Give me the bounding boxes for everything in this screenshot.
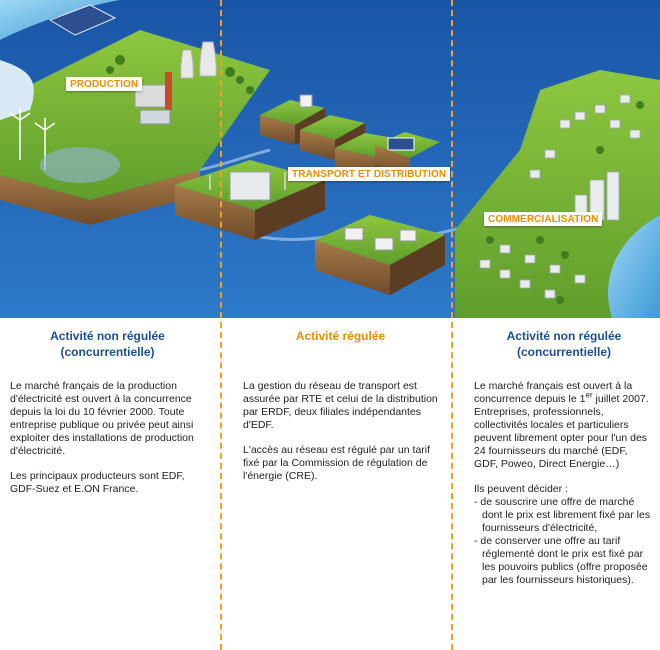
commercialisation-heading-line2: (concurrentielle) — [516, 345, 612, 359]
commercialisation-p1-a: Le marché français est ouvert à la concu… — [474, 380, 633, 405]
transport-heading: Activité régulée — [243, 328, 438, 344]
production-label: PRODUCTION — [66, 77, 143, 91]
commercialisation-heading: Activité non régulée (concurrentielle) — [474, 328, 654, 360]
energy-scene-illustration — [0, 0, 660, 318]
production-paragraph-1: Le marché français de la production d'él… — [10, 380, 194, 457]
transport-paragraph-1: La gestion du réseau de transport est as… — [243, 380, 438, 431]
list-item: - de conserver une offre au tarif réglem… — [474, 535, 648, 586]
commercialisation-paragraph-3: Ils peuvent décider : — [474, 483, 568, 495]
list-item: - de souscrire une offre de marché dont … — [474, 496, 651, 534]
transport-heading-text: Activité régulée — [295, 329, 386, 343]
divider-left — [220, 0, 222, 650]
divider-right — [451, 0, 453, 650]
commercialisation-text: Le marché français est ouvert à la concu… — [474, 380, 654, 587]
production-heading-line1: Activité non régulée — [50, 329, 165, 343]
transport-column: Activité régulée La gestion du réseau de… — [243, 318, 438, 495]
transport-paragraph-2: L'accès au réseau est régulé par un tari… — [243, 444, 431, 482]
production-text: Le marché français de la production d'él… — [10, 380, 205, 496]
commercialisation-options-list: - de souscrire une offre de marché dont … — [474, 496, 654, 587]
commercialisation-p1-b: juillet 2007. — [592, 393, 649, 405]
production-heading-line2: (concurrentielle) — [60, 345, 155, 359]
transport-label: TRANSPORT ET DISTRIBUTION — [288, 167, 451, 181]
commercialisation-heading-line1: Activité non régulée — [506, 329, 622, 343]
production-column: Activité non régulée (concurrentielle) L… — [10, 318, 205, 508]
commercialisation-paragraph-2: Entreprises, professionnels, collectivit… — [474, 406, 648, 470]
commercialisation-paragraph-1: Le marché français est ouvert à la concu… — [474, 380, 654, 406]
commercialisation-column: Activité non régulée (concurrentielle) L… — [474, 318, 654, 587]
production-island — [0, 0, 270, 225]
transport-islands — [175, 94, 445, 295]
production-heading: Activité non régulée (concurrentielle) — [10, 328, 205, 360]
commercialisation-city — [455, 70, 660, 318]
commercialisation-label: COMMERCIALISATION — [484, 212, 603, 226]
production-paragraph-2: Les principaux producteurs sont EDF, GDF… — [10, 470, 185, 495]
transport-text: La gestion du réseau de transport est as… — [243, 380, 438, 483]
commercialisation-p1-sup: er — [585, 390, 593, 400]
